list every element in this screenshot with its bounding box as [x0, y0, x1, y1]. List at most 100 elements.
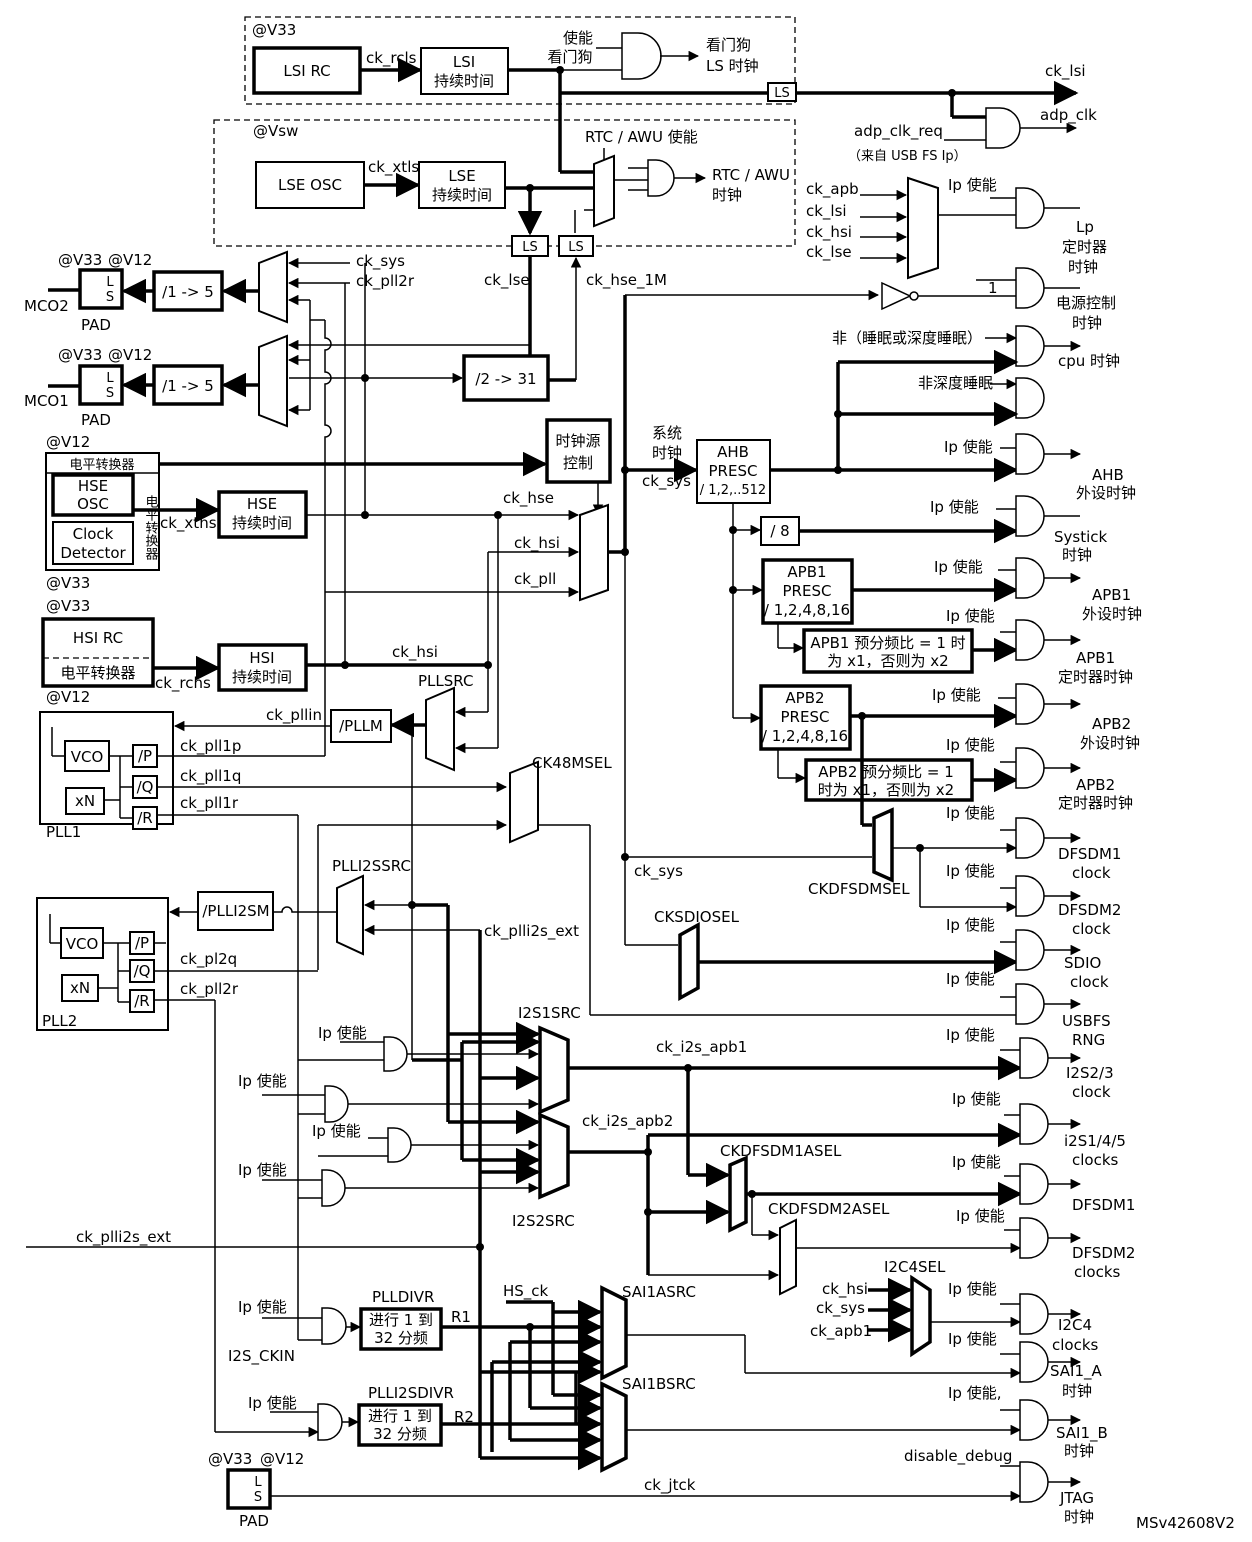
svg-text:@V33: @V33 [58, 346, 102, 364]
svg-text:ck_apb: ck_apb [806, 180, 859, 199]
svg-text:S: S [106, 386, 114, 401]
i2s-in-gate-1 [383, 1036, 408, 1072]
lse-osc-label: LSE OSC [278, 176, 342, 194]
svg-text:/2 -> 31: /2 -> 31 [475, 370, 536, 388]
svg-text:LSE: LSE [448, 167, 475, 185]
svg-text:Ip 使能: Ip 使能 [948, 176, 997, 194]
svg-text:JTAG: JTAG [1059, 1489, 1094, 1507]
svg-text:Ip 使能: Ip 使能 [946, 916, 995, 934]
apb1-timer-and-gate [1015, 619, 1045, 661]
svg-text:@V12: @V12 [108, 251, 152, 269]
svg-text:ck_pll2r: ck_pll2r [356, 272, 415, 291]
ckdfsdmsel-mux [872, 807, 894, 883]
ck-i2s-apb2-label: ck_i2s_apb2 [582, 1112, 673, 1131]
svg-text:clock: clock [1072, 920, 1111, 938]
enable-watchdog-label: 看门狗 [547, 48, 592, 66]
sysclk-mux [579, 503, 609, 602]
svg-text:clocks: clocks [1072, 1151, 1119, 1169]
svg-text:SDIO: SDIO [1064, 954, 1101, 972]
ck-lse-label: ck_lse [484, 271, 530, 290]
svg-text:定时器时钟: 定时器时钟 [1058, 794, 1133, 812]
hs-ck-label: HS_ck [503, 1282, 549, 1301]
jtag-pad [226, 1468, 272, 1510]
svg-text:@V33: @V33 [208, 1450, 252, 1468]
svg-text:Ip 使能: Ip 使能 [946, 1026, 995, 1044]
pllsrc-mux [425, 686, 455, 772]
clock-detector-block [52, 521, 134, 565]
svg-text:Ip 使能: Ip 使能 [946, 862, 995, 880]
svg-text:PLLDIVR: PLLDIVR [372, 1288, 434, 1306]
ck-hse-1m-label: ck_hse_1M [586, 271, 667, 290]
svg-text:外设时钟: 外设时钟 [1080, 734, 1140, 752]
svg-text:32 分频: 32 分频 [373, 1425, 427, 1443]
svg-text:USBFS: USBFS [1062, 1012, 1111, 1030]
lsi-duration-label-2: 持续时间 [434, 72, 494, 90]
svg-text:时钟: 时钟 [1068, 258, 1098, 276]
mco1-pad [78, 364, 124, 406]
svg-text:/Q: /Q [137, 778, 154, 796]
svg-text:时钟: 时钟 [1072, 314, 1102, 332]
i2c4-and-gate [1019, 1293, 1049, 1335]
svg-text:L: L [106, 371, 114, 386]
mco2-mux [258, 250, 288, 324]
plldivr-and-gate [321, 1307, 347, 1345]
svg-text:定时器时钟: 定时器时钟 [1058, 668, 1133, 686]
svg-text:ck_pll1q: ck_pll1q [180, 767, 241, 786]
r1-label: R1 [451, 1308, 471, 1326]
plli2ssrc-label: PLLI2SSRC [332, 857, 411, 875]
ckdfsdm1asel-mux [728, 1155, 748, 1233]
sai1bsrc-label: SAI1BSRC [622, 1375, 696, 1393]
svg-text:@V33: @V33 [46, 574, 90, 592]
svg-text:@V12: @V12 [108, 346, 152, 364]
systick-and-gate [1015, 495, 1045, 537]
ck48msel-mux [509, 760, 539, 844]
cksdiosel-label: CKSDIOSEL [654, 908, 740, 926]
svg-text:PRESC: PRESC [709, 462, 758, 480]
svg-text:Ip 使能: Ip 使能 [238, 1161, 287, 1179]
i2s-ckin-label: I2S_CKIN [228, 1347, 295, 1366]
mco2-pad [78, 268, 124, 310]
svg-text:PRESC: PRESC [783, 582, 832, 600]
svg-text:APB2 预分频比 = 1: APB2 预分频比 = 1 [818, 763, 954, 781]
svg-text:时为 x1，否则为 x2: 时为 x1，否则为 x2 [818, 781, 954, 799]
svg-text:时钟: 时钟 [1062, 1382, 1092, 1400]
plli2sm-block [197, 891, 274, 931]
svg-text:AHB: AHB [1092, 466, 1124, 484]
svg-text:APB2: APB2 [1076, 776, 1115, 794]
svg-text:Ip 使能: Ip 使能 [318, 1024, 367, 1042]
rtc-out-1: RTC / AWU [712, 166, 790, 184]
svg-text:DFSDM2: DFSDM2 [1058, 901, 1121, 919]
ck-pll-label: ck_pll [514, 570, 556, 589]
svg-text:Systick: Systick [1054, 528, 1108, 546]
v33-domain-box [244, 16, 796, 105]
ck-xths-label: ck_xths [160, 514, 217, 533]
disable-debug-label: disable_debug [904, 1447, 1012, 1466]
svg-text:ck_hsi: ck_hsi [806, 223, 852, 242]
rtc-out-2: 时钟 [712, 186, 742, 204]
ckdfsdm1asel-label: CKDFSDM1ASEL [720, 1142, 842, 1160]
sai1b-and-gate [1019, 1399, 1049, 1441]
svg-text:PLL1: PLL1 [46, 823, 81, 841]
lp-timer-mux [907, 176, 939, 280]
watchdog-and-gate [621, 32, 662, 80]
ckdfsdm2asel-label: CKDFSDM2ASEL [768, 1200, 890, 1218]
sdio-and-gate [1015, 929, 1045, 971]
vsw-domain-box [213, 119, 796, 247]
svg-text:PAD: PAD [81, 316, 111, 334]
apb2-timer-mult-block [804, 758, 974, 802]
svg-text:HSI RC: HSI RC [73, 629, 123, 647]
svg-text:电平转换器: 电平转换器 [143, 495, 159, 561]
ckdfsdm2asel-mux [779, 1218, 797, 1296]
svg-text:Ip 使能,: Ip 使能, [948, 1384, 1001, 1402]
rtc-and-gate [647, 159, 675, 197]
svg-text:/ 1,2,4,8,16: / 1,2,4,8,16 [762, 727, 848, 745]
svg-text:持续时间: 持续时间 [232, 668, 292, 686]
ck-rchs-label: ck_rchs [155, 674, 211, 693]
svg-text:L: L [106, 275, 114, 290]
svg-text:Ip 使能: Ip 使能 [932, 686, 981, 704]
svg-text:定时器: 定时器 [1062, 238, 1107, 256]
vsw-domain-label: @Vsw [253, 122, 298, 140]
from-usb-label: （来自 USB FS Ip） [848, 149, 967, 164]
svg-text:时钟: 时钟 [1062, 546, 1092, 564]
svg-text:cpu 时钟: cpu 时钟 [1058, 352, 1120, 370]
